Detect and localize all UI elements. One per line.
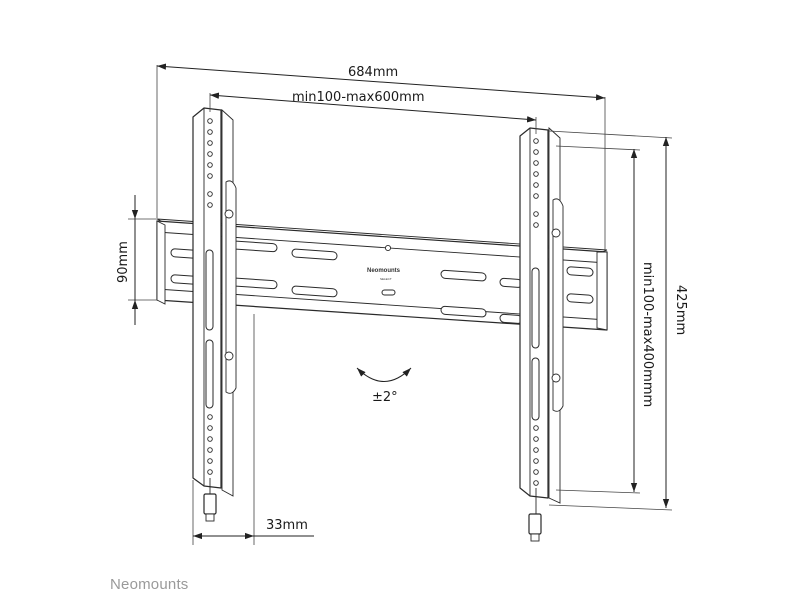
dimension-rail-height: 90mm <box>116 195 157 325</box>
right-tv-bracket <box>519 126 564 542</box>
tilt-arrow-icon <box>356 367 412 382</box>
center-hole <box>384 244 392 252</box>
overall-width-label: 684mm <box>348 65 398 80</box>
right-bracket-slot-upper <box>531 267 540 349</box>
product-logo: Neomounts SELECT <box>367 268 401 281</box>
right-safety-lock <box>528 488 542 542</box>
tilt-label: ±2° <box>372 390 398 405</box>
left-tv-bracket <box>192 107 237 522</box>
left-bracket-slot-lower <box>205 339 214 409</box>
dimension-overall-height: 425mm <box>548 130 688 511</box>
right-hook-bottom <box>551 373 561 383</box>
overall-height-label: 425mm <box>673 285 688 335</box>
left-bracket-holes <box>207 118 213 475</box>
left-hook-bottom <box>224 351 234 361</box>
right-bracket-slot-lower <box>531 357 540 421</box>
right-bracket-holes <box>533 138 539 486</box>
left-safety-lock <box>203 478 217 522</box>
dimension-vesa-vertical: min100-max400mmm <box>555 145 655 494</box>
dimension-wall-distance: 33mm <box>192 314 314 545</box>
wall-distance-label: 33mm <box>266 518 308 533</box>
vesa-horizontal-label: min100-max600mm <box>292 90 424 105</box>
dimension-vesa-horizontal: min100-max600mm <box>209 90 537 134</box>
rail-height-label: 90mm <box>116 241 131 283</box>
right-hook-top <box>551 228 561 238</box>
left-bracket-slot-upper <box>205 249 214 331</box>
wall-rail: Neomounts SELECT <box>156 218 608 331</box>
center-slot <box>381 289 396 296</box>
tilt-indicator: ±2° <box>356 367 412 405</box>
footer-brand: Neomounts <box>110 576 189 593</box>
vesa-vertical-label: min100-max400mmm <box>640 262 655 407</box>
left-hook-top <box>224 209 234 219</box>
product-logo-brand: Neomounts <box>367 268 401 274</box>
rail-slots <box>170 240 594 324</box>
product-logo-sub: SELECT <box>380 277 392 281</box>
